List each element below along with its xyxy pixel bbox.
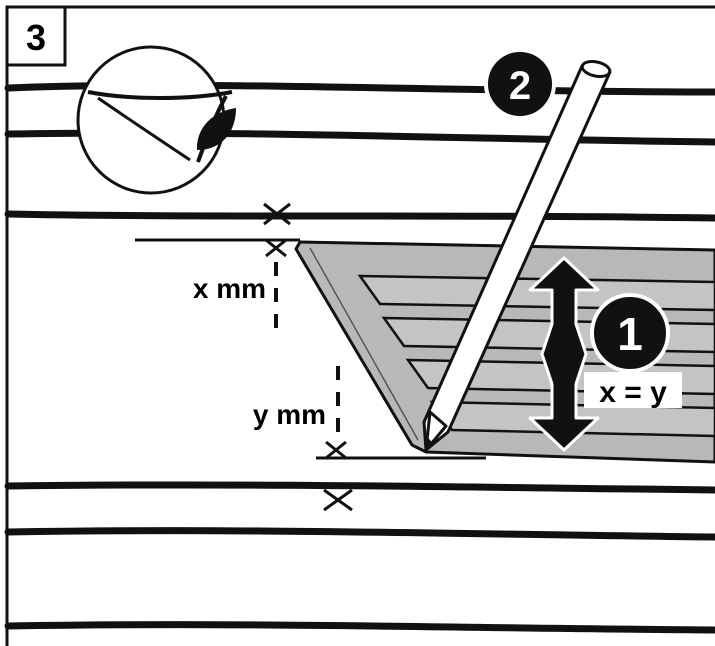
board-line-6 (4, 621, 715, 634)
bottom-cross-marker (323, 440, 353, 512)
step-number-box: 3 (5, 5, 67, 67)
board-line-3 (4, 210, 715, 222)
diagram-frame (5, 5, 715, 646)
board-line-5 (4, 527, 715, 541)
double-arrow-icon (528, 256, 600, 452)
eye-icon (76, 45, 236, 195)
board-line-4 (4, 481, 715, 494)
callout-1-number: 1 (617, 308, 643, 360)
top-cross-marker (263, 202, 291, 258)
measurement-guides (135, 202, 486, 512)
pencil-icon (422, 60, 612, 452)
x-measure-label: x mm (193, 273, 266, 304)
equation-label: x = y (599, 376, 667, 409)
y-measure-label: y mm (253, 399, 326, 430)
callout-1-badge: 1 (590, 293, 670, 373)
callout-2-number: 2 (509, 64, 531, 108)
equation-label-box: x = y (584, 372, 682, 409)
callout-2-badge: 2 (484, 48, 556, 120)
step-number: 3 (26, 17, 46, 58)
